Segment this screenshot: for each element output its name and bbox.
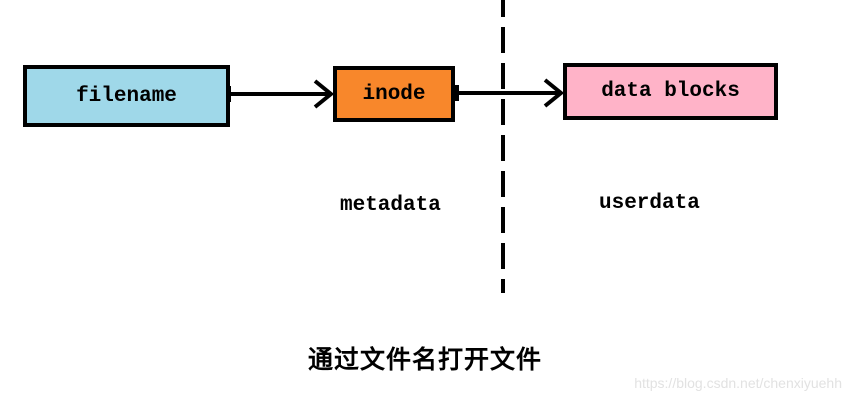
- node-data-blocks: data blocks: [563, 63, 778, 120]
- metadata-section-label: metadata: [340, 194, 441, 217]
- arrowhead-icon: [313, 79, 335, 109]
- node-inode: inode: [333, 66, 455, 122]
- userdata-section-label: userdata: [599, 192, 700, 215]
- watermark-text: https://blog.csdn.net/chenxiyuehh: [634, 375, 842, 391]
- diagram-caption: 通过文件名打开文件: [307, 347, 542, 374]
- node-filename: filename: [23, 65, 230, 127]
- arrow-filename-to-inode: [227, 79, 335, 109]
- arrowhead-icon: [543, 78, 565, 108]
- arrow-inode-to-datablocks: [455, 78, 565, 108]
